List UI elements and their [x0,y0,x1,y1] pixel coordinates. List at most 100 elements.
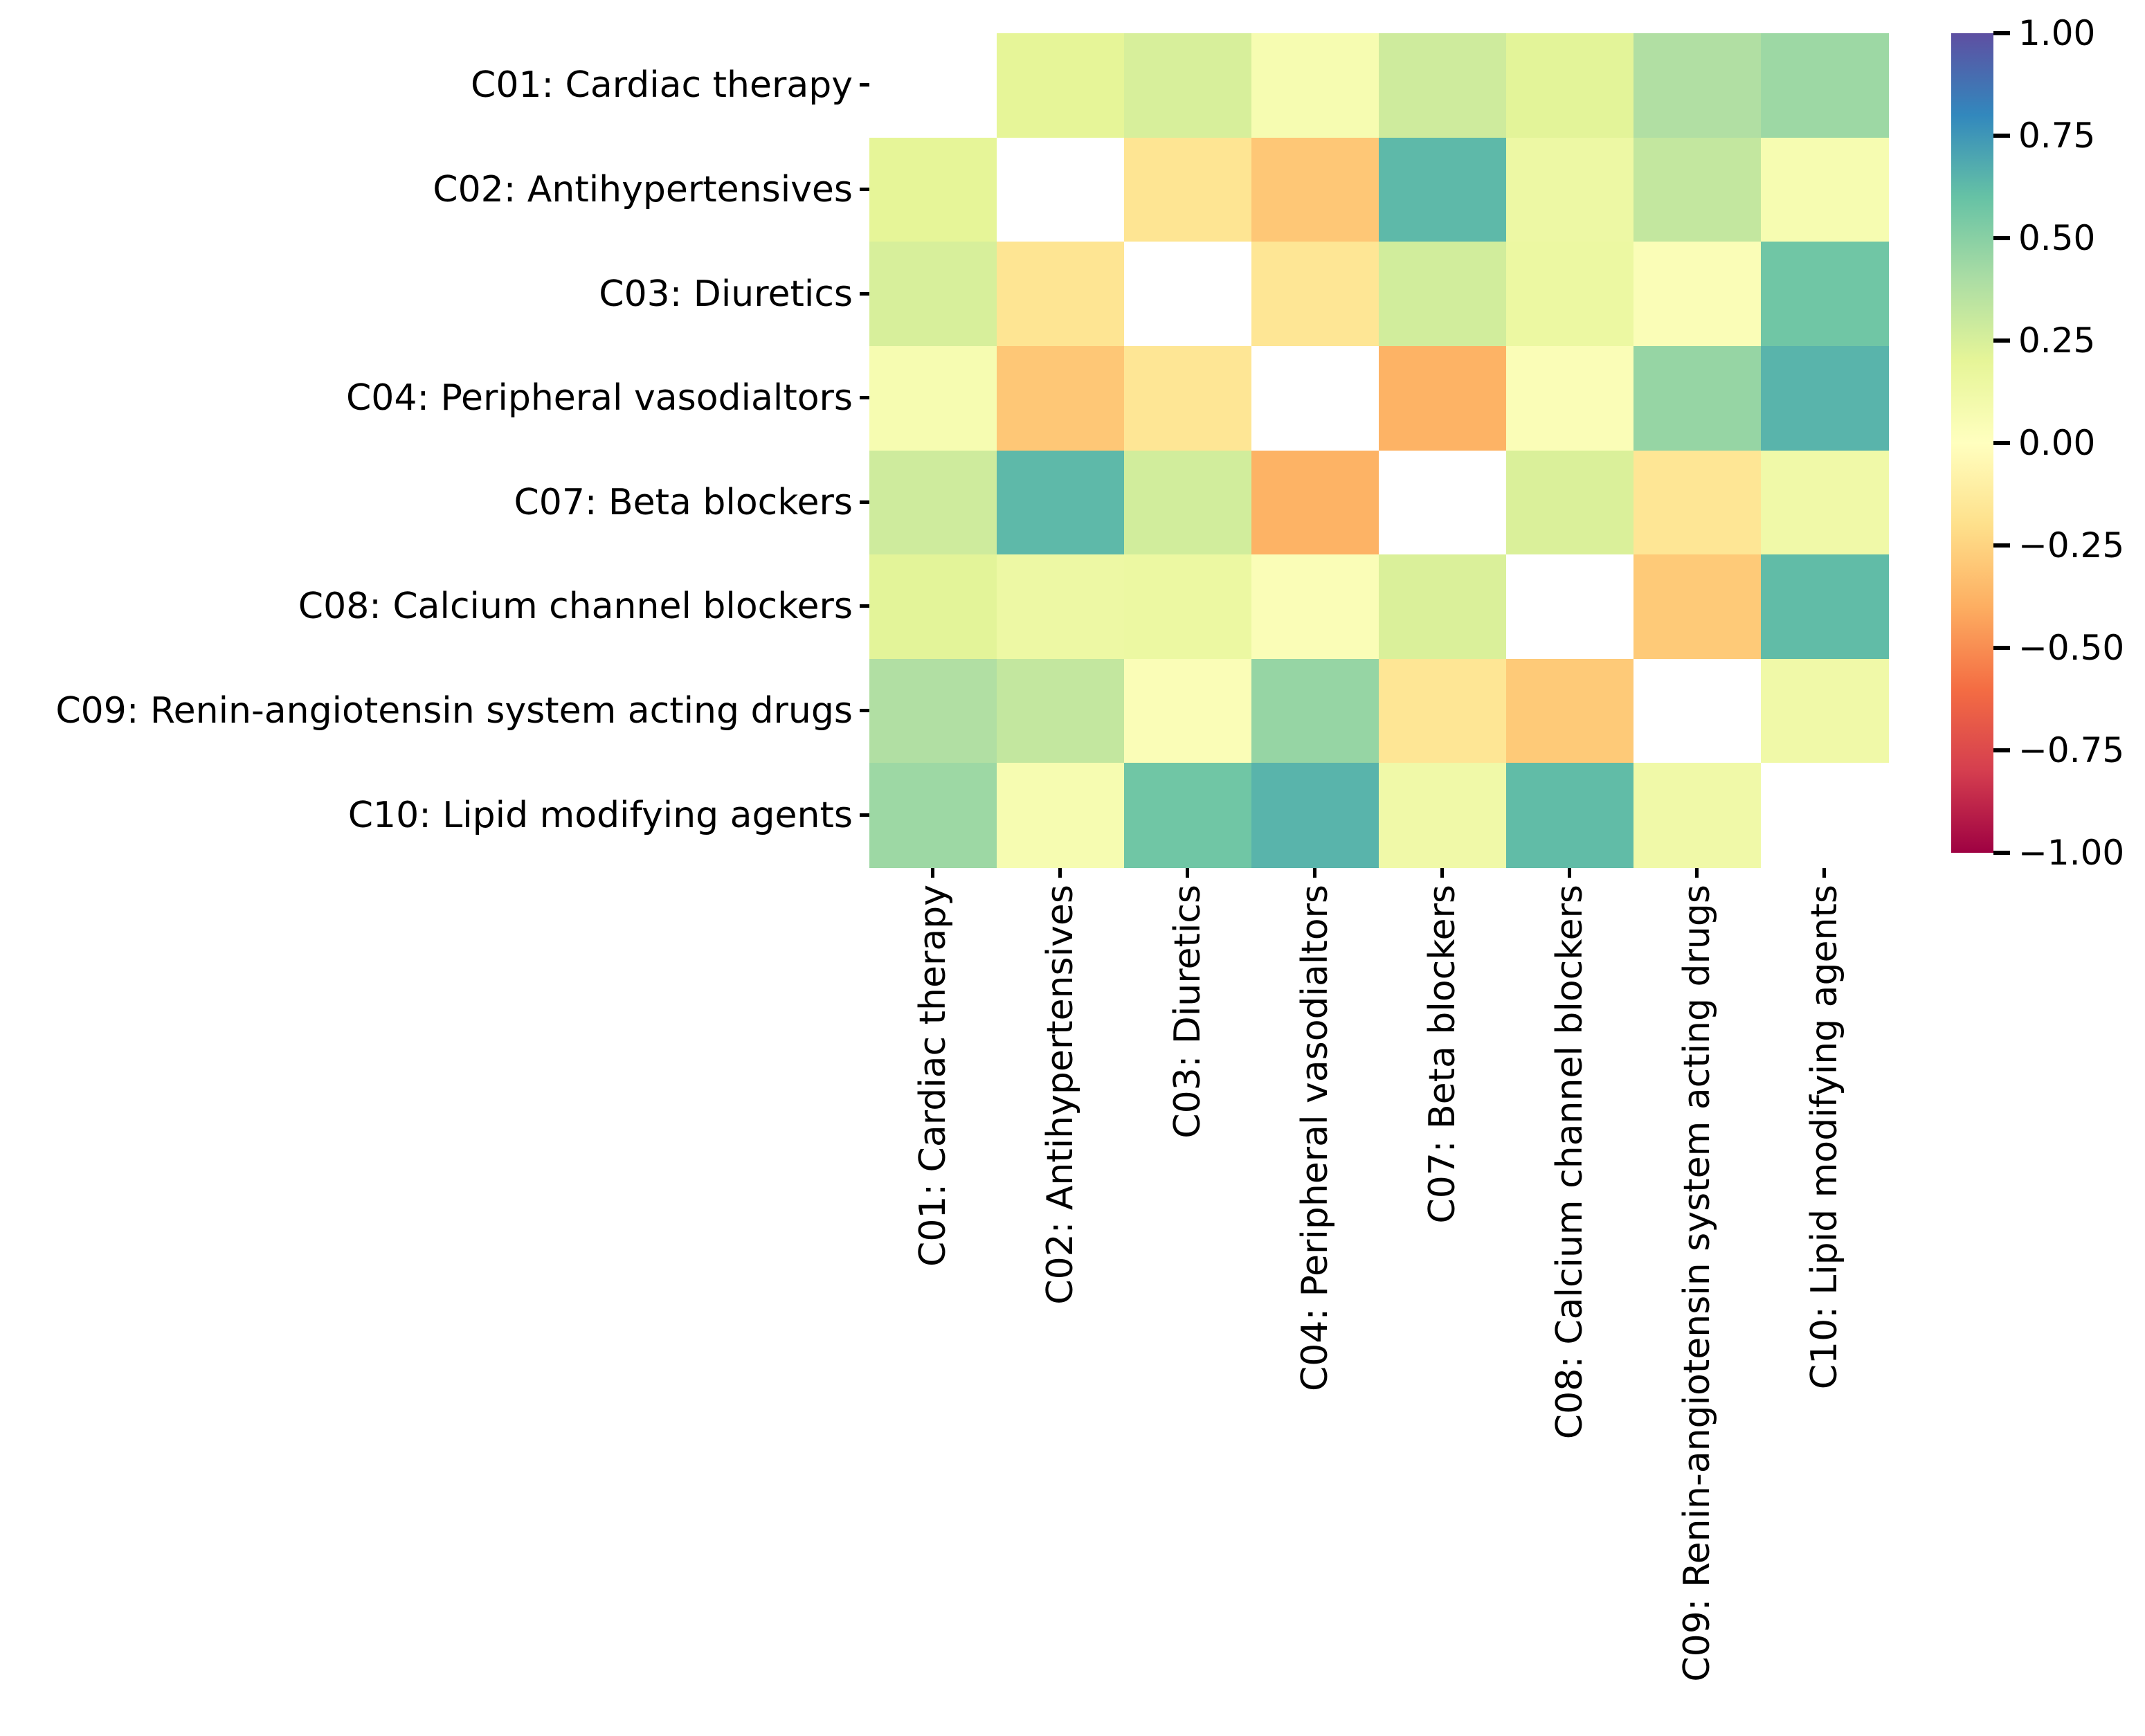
heatmap-cell [997,33,1125,138]
heatmap-cell [1379,137,1507,242]
heatmap-cell [1251,450,1379,555]
y-axis-label: C09: Renin-angiotensin system acting dru… [55,690,853,732]
heatmap-cell [1633,450,1762,555]
y-axis-tick [860,604,869,608]
colorbar-tick-label: 0.75 [2018,116,2096,156]
colorbar-tick [1993,338,2010,343]
x-axis-tick [1313,868,1316,878]
heatmap-cell [1251,345,1379,451]
x-axis-tick [1568,868,1571,878]
heatmap-cell [1251,658,1379,763]
heatmap-cell [1506,658,1634,763]
colorbar-tick-label: 0.00 [2018,423,2096,463]
y-axis-label: C07: Beta blockers [514,481,853,523]
heatmap-cell [1124,450,1252,555]
colorbar-tick-label: −0.75 [2018,730,2125,770]
heatmap-cell [997,763,1125,868]
heatmap-cell [1506,554,1634,660]
x-axis-label: C10: Lipid modifying agents [1804,885,1845,1390]
heatmap-cell [1251,763,1379,868]
x-axis-tick [1695,868,1699,878]
heatmap-cell [1761,137,1889,242]
colorbar-tick-label: −0.25 [2018,525,2125,566]
x-axis-label: C09: Renin-angiotensin system acting dru… [1676,885,1718,1682]
heatmap-cell [1633,345,1762,451]
y-axis-label: C01: Cardiac therapy [471,64,853,107]
x-axis-label: C02: Antihypertensives [1040,885,1081,1305]
heatmap-cell [1761,763,1889,868]
heatmap-cell [997,242,1125,347]
y-axis-label: C02: Antihypertensives [433,168,853,210]
heatmap-cell [1633,242,1762,347]
heatmap-cell [1633,658,1762,763]
y-axis-tick [860,291,869,296]
y-axis-tick [860,813,869,817]
x-axis-label: C08: Calcium channel blockers [1549,885,1591,1440]
heatmap-cell [869,658,997,763]
y-axis-label: C04: Peripheral vasodialtors [345,377,853,419]
heatmap-cell [997,345,1125,451]
heatmap-cell [1506,345,1634,451]
heatmap-cell [1124,137,1252,242]
colorbar-gradient [1951,33,1993,853]
colorbar-tick [1993,441,2010,445]
heatmap-cell [1379,658,1507,763]
y-axis-tick [860,709,869,713]
heatmap-cell [869,450,997,555]
heatmap-cell [869,242,997,347]
heatmap-cell [1633,33,1762,138]
heatmap-cell [1379,554,1507,660]
y-axis-tick [860,83,869,87]
heatmap-cell [1124,33,1252,138]
heatmap-cell [1761,554,1889,660]
y-axis-label: C10: Lipid modifying agents [347,794,853,836]
heatmap-cell [1124,242,1252,347]
heatmap-cell [1761,242,1889,347]
colorbar-tick [1993,646,2010,650]
colorbar-tick [1993,851,2010,855]
x-axis-tick [1440,868,1444,878]
heatmap-cell [1506,450,1634,555]
heatmap-cell [1506,242,1634,347]
heatmap-cell [1124,763,1252,868]
heatmap-cell [997,554,1125,660]
heatmap-cell [1251,137,1379,242]
colorbar-tick [1993,543,2010,548]
x-axis-tick [1186,868,1189,878]
heatmap-cell [869,33,997,138]
heatmap-cell [1379,763,1507,868]
heatmap-cell [1633,137,1762,242]
heatmap-cell [997,137,1125,242]
heatmap-cell [1506,137,1634,242]
heatmap-cell [869,345,997,451]
colorbar-tick [1993,31,2010,35]
y-axis-label: C08: Calcium channel blockers [298,586,853,628]
colorbar-tick-label: −0.50 [2018,628,2125,668]
colorbar-tick-label: −1.00 [2018,833,2125,873]
colorbar-tick-label: 0.25 [2018,320,2096,361]
x-axis-label: C04: Peripheral vasodialtors [1294,885,1336,1392]
heatmap-cell [997,450,1125,555]
heatmap-cell [1761,658,1889,763]
heatmap-cell [1379,450,1507,555]
heatmap-cell [1124,345,1252,451]
colorbar-tick-label: 0.50 [2018,218,2096,258]
x-axis-tick [1822,868,1826,878]
y-axis-tick [860,396,869,400]
heatmap-cell [1633,554,1762,660]
x-axis-label: C07: Beta blockers [1422,885,1463,1224]
heatmap-cell [1251,33,1379,138]
colorbar-tick [1993,748,2010,752]
x-axis-tick [1058,868,1062,878]
heatmap-cell [1506,33,1634,138]
heatmap-cell [1124,658,1252,763]
heatmap-cell [1379,242,1507,347]
heatmap-cell [1251,242,1379,347]
heatmap-cell [869,763,997,868]
heatmap-cell [1633,763,1762,868]
colorbar-tick-label: 1.00 [2018,13,2096,53]
y-axis-label: C03: Diuretics [599,273,853,315]
heatmap-cell [869,554,997,660]
heatmap-cell [1251,554,1379,660]
